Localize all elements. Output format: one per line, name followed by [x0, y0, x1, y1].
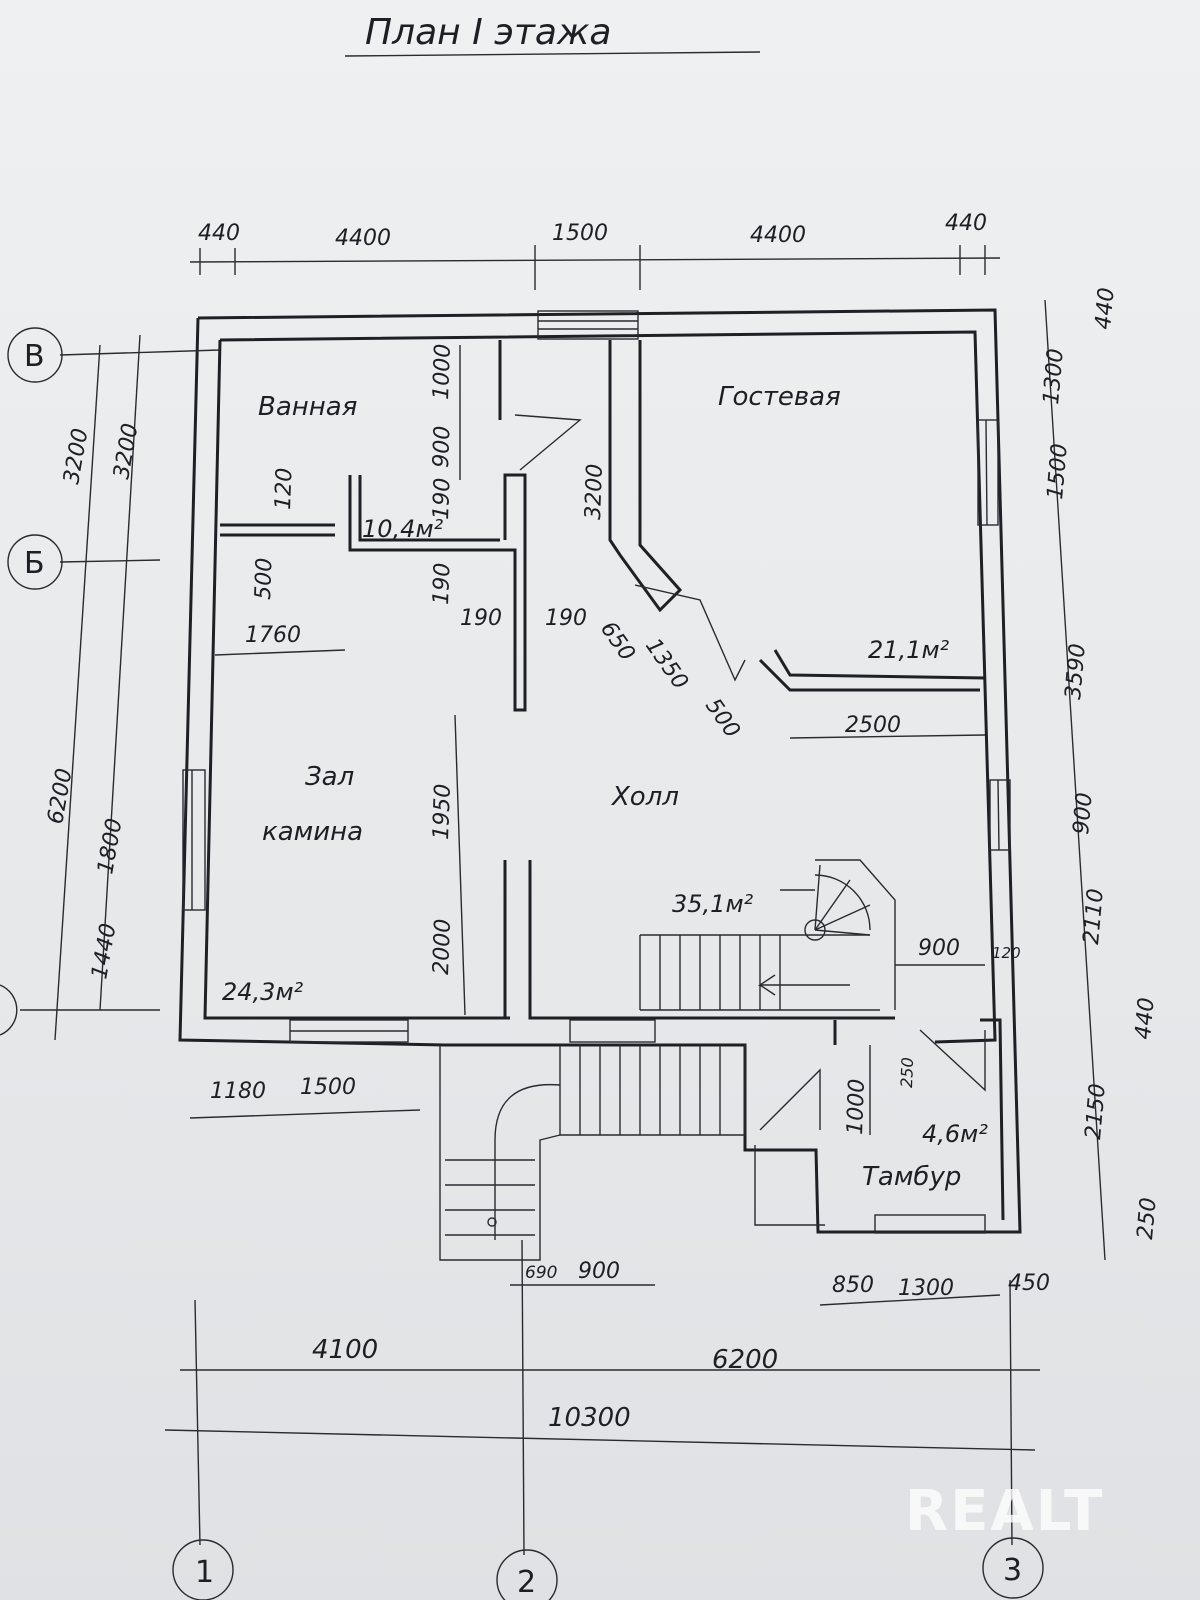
axis-markers: В Б 1 2 3 — [0, 327, 1044, 1600]
dim-inner-17: 120 — [992, 944, 1021, 962]
interior-walls — [220, 340, 1005, 1221]
window-hall — [182, 769, 206, 911]
entry-stair — [439, 1045, 825, 1261]
dim-right-2: 1500 — [1043, 443, 1073, 501]
dimension-lines — [54, 245, 1106, 1451]
dim-bottom-7: 4100 — [312, 1335, 378, 1365]
dim-top-1: 4400 — [335, 226, 391, 251]
axis-marker-1 — [172, 1539, 234, 1600]
room-guest: Гостевая — [718, 382, 841, 412]
dim-bottom-6: 450 — [1008, 1271, 1050, 1296]
dim-inner-3: 190 — [429, 477, 455, 520]
area-hall: 24,3м² — [222, 978, 304, 1006]
dim-inner-5: 190 — [429, 562, 455, 605]
window-guest — [977, 419, 999, 526]
window-lobby — [989, 779, 1011, 851]
dim-inner-12: 500 — [700, 694, 745, 743]
dim-bottom-0: 1180 — [210, 1079, 266, 1104]
dim-bottom-3: 900 — [578, 1259, 620, 1284]
dim-inner-0: 1000 — [429, 343, 456, 400]
realt-watermark: REALT — [905, 1479, 1104, 1544]
dim-left-4: 1440 — [87, 922, 121, 981]
dim-right-3: 3590 — [1061, 643, 1091, 701]
plan-title: План I этажа — [365, 12, 611, 53]
dim-bottom-5: 1300 — [898, 1276, 954, 1301]
dim-right-0: 440 — [1091, 287, 1120, 331]
windows — [182, 310, 1011, 1234]
dim-right-1: 1300 — [1039, 348, 1069, 406]
room-lobby: Холл — [610, 782, 679, 812]
axis-label-v: В — [24, 339, 45, 374]
dim-inner-19: 1000 — [843, 1078, 870, 1135]
dim-inner-10: 650 — [595, 617, 640, 666]
dim-right-4: 900 — [1069, 792, 1098, 836]
dim-inner-4: 500 — [251, 557, 277, 600]
dim-inner-7: 190 — [545, 606, 587, 631]
area-corridor: 10,4м² — [362, 515, 444, 543]
dim-bottom-9: 10300 — [548, 1403, 631, 1433]
axis-label-1: 1 — [195, 1555, 214, 1590]
dim-top-3: 4400 — [750, 223, 806, 248]
dim-left-2: 6200 — [43, 767, 77, 826]
room-bathroom: Ванная — [258, 392, 357, 422]
dim-top-0: 440 — [198, 221, 240, 246]
interior-stair — [639, 859, 896, 1011]
doors — [514, 414, 986, 1131]
dim-inner-18: 250 — [897, 1057, 917, 1088]
axis-marker-a — [0, 984, 18, 1036]
dim-inner-15: 2000 — [429, 918, 456, 975]
area-lobby: 35,1м² — [672, 890, 754, 918]
window-vest — [874, 1214, 986, 1234]
dim-inner-16: 900 — [918, 936, 960, 961]
dim-right-7: 2150 — [1081, 1083, 1111, 1141]
dim-right-6: 440 — [1131, 997, 1160, 1041]
dim-inner-14: 1950 — [429, 783, 456, 840]
room-vestibule: Тамбур — [862, 1162, 961, 1192]
dim-bottom-4: 850 — [832, 1273, 874, 1298]
axis-label-2: 2 — [517, 1565, 536, 1600]
room-fireplace-hall-2: камина — [262, 817, 363, 847]
dim-right-5: 2110 — [1079, 888, 1109, 946]
dim-inner-6: 190 — [460, 606, 502, 631]
room-fireplace-hall-1: Зал — [305, 762, 354, 792]
dim-inner-2: 120 — [271, 467, 297, 510]
dim-top-4: 440 — [945, 211, 987, 236]
dim-top-2: 1500 — [552, 221, 608, 246]
dim-bottom-8: 6200 — [712, 1345, 778, 1375]
dim-inner-9: 3200 — [581, 463, 608, 520]
axis-label-b: Б — [24, 546, 45, 581]
area-guest: 21,1м² — [868, 636, 950, 664]
dim-inner-8: 1760 — [245, 623, 301, 648]
title-underline — [344, 51, 761, 57]
axis-lines — [20, 349, 1013, 1556]
window-stair — [569, 1019, 656, 1043]
dim-inner-1: 900 — [429, 425, 455, 468]
axis-marker-3 — [982, 1537, 1044, 1599]
dim-left-0: 3200 — [59, 427, 93, 486]
dim-inner-13: 2500 — [845, 713, 901, 738]
dim-bottom-1: 1500 — [300, 1075, 356, 1100]
dim-left-1: 3200 — [109, 422, 143, 481]
window-top — [537, 310, 639, 340]
dim-left-3: 1800 — [93, 817, 127, 876]
axis-marker-v — [7, 327, 63, 383]
axis-marker-b — [7, 534, 63, 590]
dim-right-8: 250 — [1133, 1197, 1162, 1241]
area-vestibule: 4,6м² — [922, 1120, 988, 1148]
axis-label-3: 3 — [1003, 1553, 1022, 1588]
dim-bottom-2: 690 — [525, 1263, 557, 1283]
dim-inner-11: 1350 — [640, 634, 693, 694]
axis-marker-2 — [496, 1549, 558, 1600]
